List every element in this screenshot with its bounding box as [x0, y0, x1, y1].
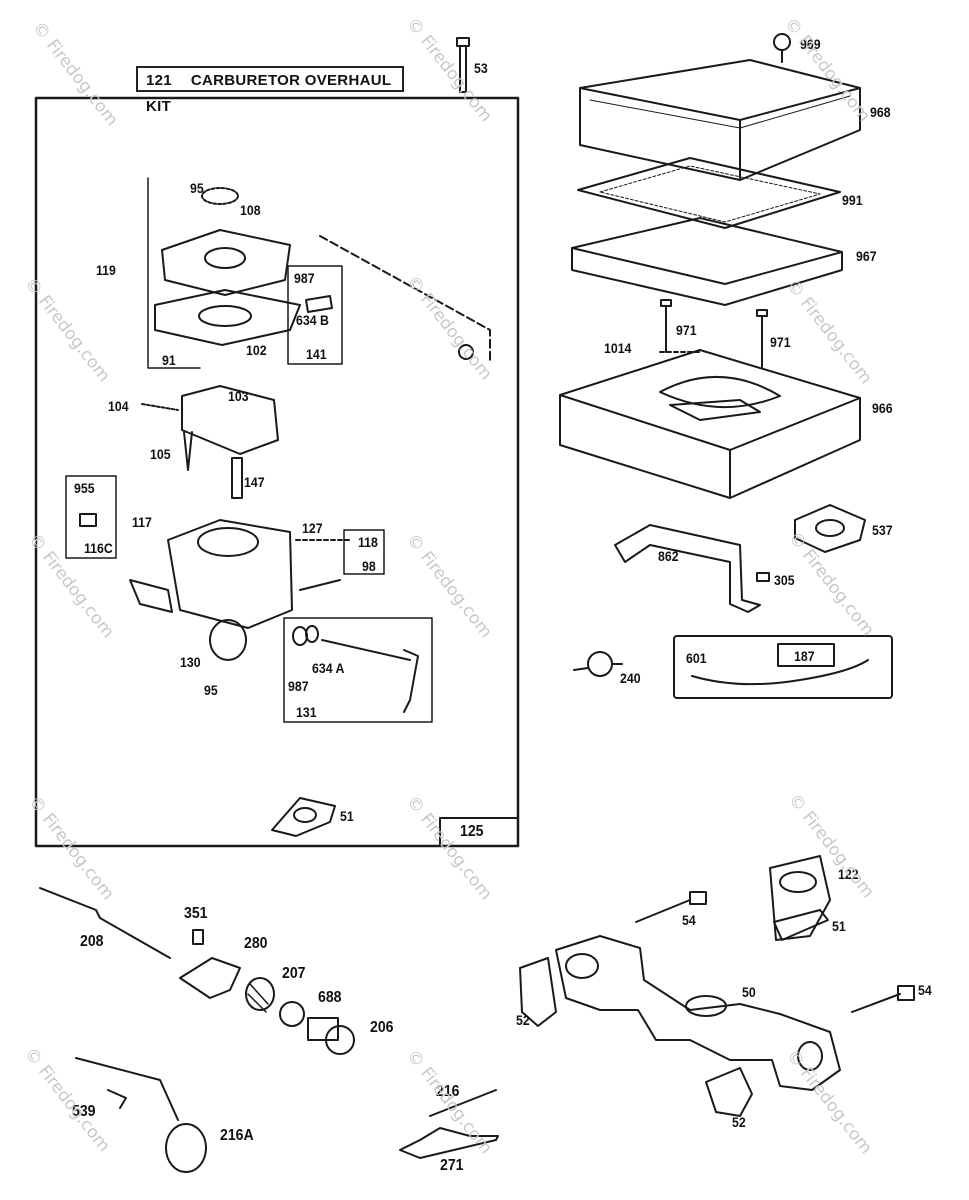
sleeve-688	[279, 1001, 305, 1027]
callout-51: 51	[832, 918, 846, 934]
callout-118: 118	[358, 534, 378, 550]
carburetor-body	[65, 457, 385, 661]
callout-862: 862	[658, 548, 679, 564]
callout-131: 131	[296, 704, 317, 720]
air-filter	[577, 157, 841, 229]
callout-122: 122	[838, 866, 859, 882]
callout-987-top: 987	[294, 270, 315, 286]
pre-cleaner	[571, 217, 843, 306]
callout-103: 103	[228, 388, 249, 404]
callout-50: 50	[742, 984, 756, 1000]
callout-987-bottom: 987	[288, 678, 309, 694]
screws-971	[659, 299, 768, 369]
callout-53: 53	[474, 60, 488, 76]
callout-91: 91	[162, 352, 176, 368]
callout-539: 539	[72, 1103, 96, 1120]
callout-95-bottom: 95	[204, 682, 218, 698]
callout-688: 688	[318, 989, 342, 1006]
callout-634b: 634 B	[296, 312, 329, 328]
throttle-shaft-box	[283, 617, 433, 723]
air-cleaner-base	[559, 349, 861, 499]
callout-955: 955	[74, 480, 95, 496]
knob-206	[307, 1017, 355, 1055]
link-216	[399, 1089, 499, 1159]
callout-971a: 971	[676, 322, 697, 338]
callout-119: 119	[96, 262, 116, 278]
callout-141: 141	[306, 346, 327, 362]
kit-title-box: 121 CARBURETOR OVERHAUL KIT	[136, 66, 404, 115]
callout-601: 601	[686, 650, 707, 666]
bolts-54	[635, 891, 915, 1013]
callout-102: 102	[246, 342, 267, 358]
callout-116c: 116C	[84, 540, 113, 556]
callout-52-left: 52	[516, 1012, 530, 1028]
callout-305: 305	[774, 572, 795, 588]
callout-967: 967	[856, 248, 877, 264]
callout-208: 208	[80, 933, 104, 950]
callout-966: 966	[872, 400, 893, 416]
callout-991: 991	[842, 192, 863, 208]
callout-187: 187	[794, 648, 815, 664]
callout-280: 280	[244, 935, 268, 952]
callout-634a: 634 A	[312, 660, 345, 676]
callout-98: 98	[362, 558, 376, 574]
screw-305	[756, 572, 770, 582]
callout-130: 130	[180, 654, 201, 670]
gasket-51-kit	[271, 797, 336, 837]
control-bracket	[179, 929, 241, 999]
callout-537: 537	[872, 522, 893, 538]
kit-panel-number: 125	[460, 823, 484, 840]
callout-147: 147	[244, 474, 265, 490]
callout-351: 351	[184, 905, 208, 922]
callout-95-top: 95	[190, 180, 204, 196]
callout-1014: 1014	[604, 340, 632, 356]
callout-969: 969	[800, 36, 821, 52]
callout-971b: 971	[770, 334, 791, 350]
kit-number: 121	[146, 72, 172, 89]
bottom-margin	[0, 1192, 969, 1200]
callout-206: 206	[370, 1019, 394, 1036]
callout-51-kit: 51	[340, 808, 354, 824]
callout-105: 105	[150, 446, 171, 462]
spring-207	[245, 977, 275, 1013]
gasket-537	[794, 504, 866, 553]
callout-127: 127	[302, 520, 323, 536]
kit-panel	[34, 96, 520, 848]
governor-link-208	[39, 887, 171, 959]
callout-216: 216	[436, 1083, 460, 1100]
kit-title: CARBURETOR OVERHAUL KIT	[146, 72, 392, 115]
callout-54-right: 54	[918, 982, 932, 998]
callout-117: 117	[132, 514, 152, 530]
part-240	[573, 651, 623, 677]
air-cleaner-cover	[579, 33, 861, 181]
callout-271: 271	[440, 1157, 464, 1174]
intake-manifold	[519, 935, 841, 1117]
callout-104: 104	[108, 398, 129, 414]
spacer-122	[769, 855, 831, 941]
bracket-862	[614, 524, 761, 613]
callout-968: 968	[870, 104, 891, 120]
callout-216a: 216A	[220, 1127, 254, 1144]
bolt-53	[456, 37, 470, 93]
carburetor-top	[147, 177, 491, 369]
wire-kit-box	[673, 635, 893, 699]
callout-240: 240	[620, 670, 641, 686]
float-bowl-cover	[141, 385, 279, 471]
callout-207: 207	[282, 965, 306, 982]
callout-52-bottom: 52	[732, 1114, 746, 1130]
choke-cable-539	[75, 1057, 207, 1173]
callout-108: 108	[240, 202, 261, 218]
callout-54-left: 54	[682, 912, 696, 928]
